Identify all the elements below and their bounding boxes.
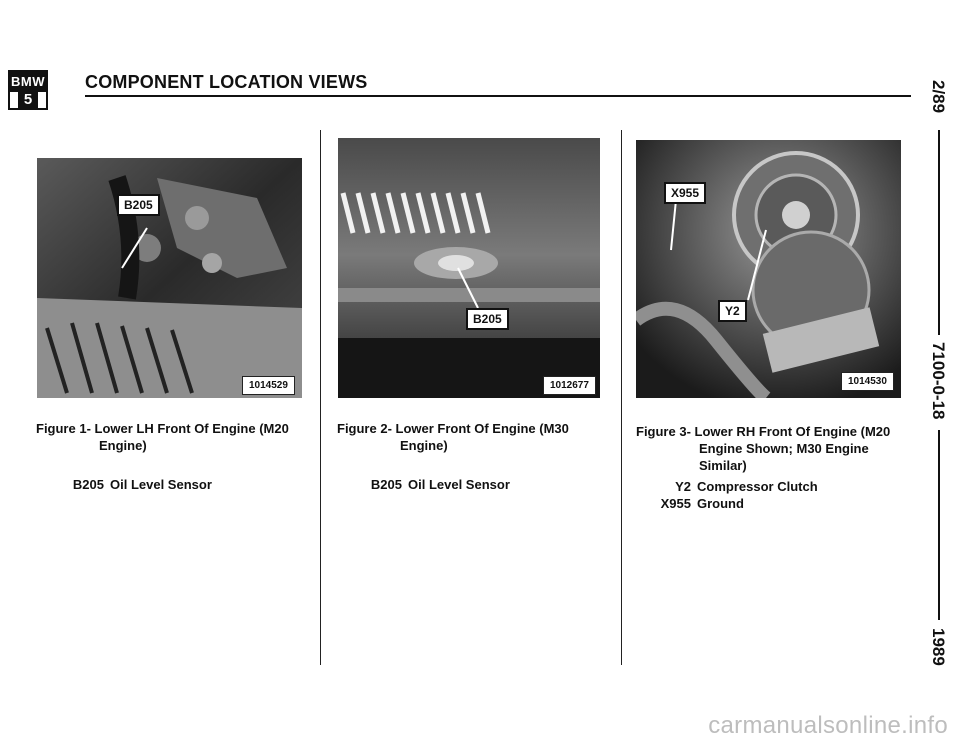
figure-2-photo-number: 1012677 [543, 376, 596, 395]
side-year: 1989 [929, 628, 948, 666]
logo-bottom: 5 [17, 92, 39, 108]
figure-1-caption: Figure 1- Lower LH Front Of Engine (M20 … [36, 420, 306, 454]
figure-1-callout-b205: B205 [117, 194, 160, 216]
figure-2-caption-line1: Lower Front Of Engine (M30 [395, 421, 569, 436]
figure-2-photo: B205 1012677 [338, 138, 600, 398]
figure-2-caption: Figure 2- Lower Front Of Engine (M30 Eng… [337, 420, 607, 454]
legend-text: Oil Level Sensor [110, 477, 212, 492]
figure-3-callout-x955: X955 [664, 182, 707, 204]
figure-2-legend: B205 Oil Level Sensor [358, 476, 510, 493]
figure-1-caption-line1: Lower LH Front Of Engine (M20 [94, 421, 289, 436]
logo-top: BMW [10, 72, 46, 92]
legend-text: Oil Level Sensor [408, 477, 510, 492]
figure-3-caption-line1: Lower RH Front Of Engine (M20 [694, 424, 891, 439]
legend-row: B205 Oil Level Sensor [60, 476, 212, 493]
column-divider-1 [320, 130, 321, 665]
side-rule-1 [938, 130, 940, 335]
figure-3-caption-num: Figure 3- [636, 424, 691, 439]
legend-text: Compressor Clutch [697, 479, 818, 494]
column-divider-2 [621, 130, 622, 665]
figure-3-legend: Y2 Compressor Clutch X955 Ground [647, 478, 818, 512]
figure-1-caption-num: Figure 1- [36, 421, 91, 436]
page-title: COMPONENT LOCATION VIEWS [85, 72, 368, 92]
legend-row: X955 Ground [647, 495, 818, 512]
figure-3-caption-line2: Engine Shown; M30 Engine [699, 441, 869, 456]
figure-3-photo: X955 Y2 1014530 [636, 140, 901, 398]
figure-1-photo-number: 1014529 [242, 376, 295, 395]
figure-3-caption: Figure 3- Lower RH Front Of Engine (M20 … [636, 423, 911, 474]
figure-3-photo-number: 1014530 [841, 372, 894, 391]
figure-2-callout-b205: B205 [466, 308, 509, 330]
side-date: 2/89 [929, 80, 948, 114]
figure-2-caption-num: Figure 2- [337, 421, 392, 436]
legend-row: B205 Oil Level Sensor [358, 476, 510, 493]
legend-code: X955 [660, 496, 691, 511]
figure-1-legend: B205 Oil Level Sensor [60, 476, 212, 493]
side-rule-2 [938, 430, 940, 620]
legend-row: Y2 Compressor Clutch [647, 478, 818, 495]
legend-code: B205 [370, 477, 402, 492]
figure-3-caption-line3: Similar) [699, 458, 747, 473]
bmw-5-logo: BMW 5 [8, 70, 48, 110]
legend-code: Y2 [675, 479, 691, 494]
legend-text: Ground [697, 496, 744, 511]
figure-1-photo: B205 1014529 [37, 158, 302, 398]
side-doc-number: 7100-0-18 [929, 342, 948, 420]
legend-code: B205 [72, 477, 104, 492]
figure-1-caption-line2: Engine) [99, 438, 147, 453]
figure-2-caption-line2: Engine) [400, 438, 448, 453]
figure-3-callout-y2: Y2 [718, 300, 747, 322]
watermark: carmanualsonline.info [708, 712, 948, 739]
title-rule [85, 95, 911, 97]
side-margin: 2/89 7100-0-18 1989 [928, 80, 948, 700]
